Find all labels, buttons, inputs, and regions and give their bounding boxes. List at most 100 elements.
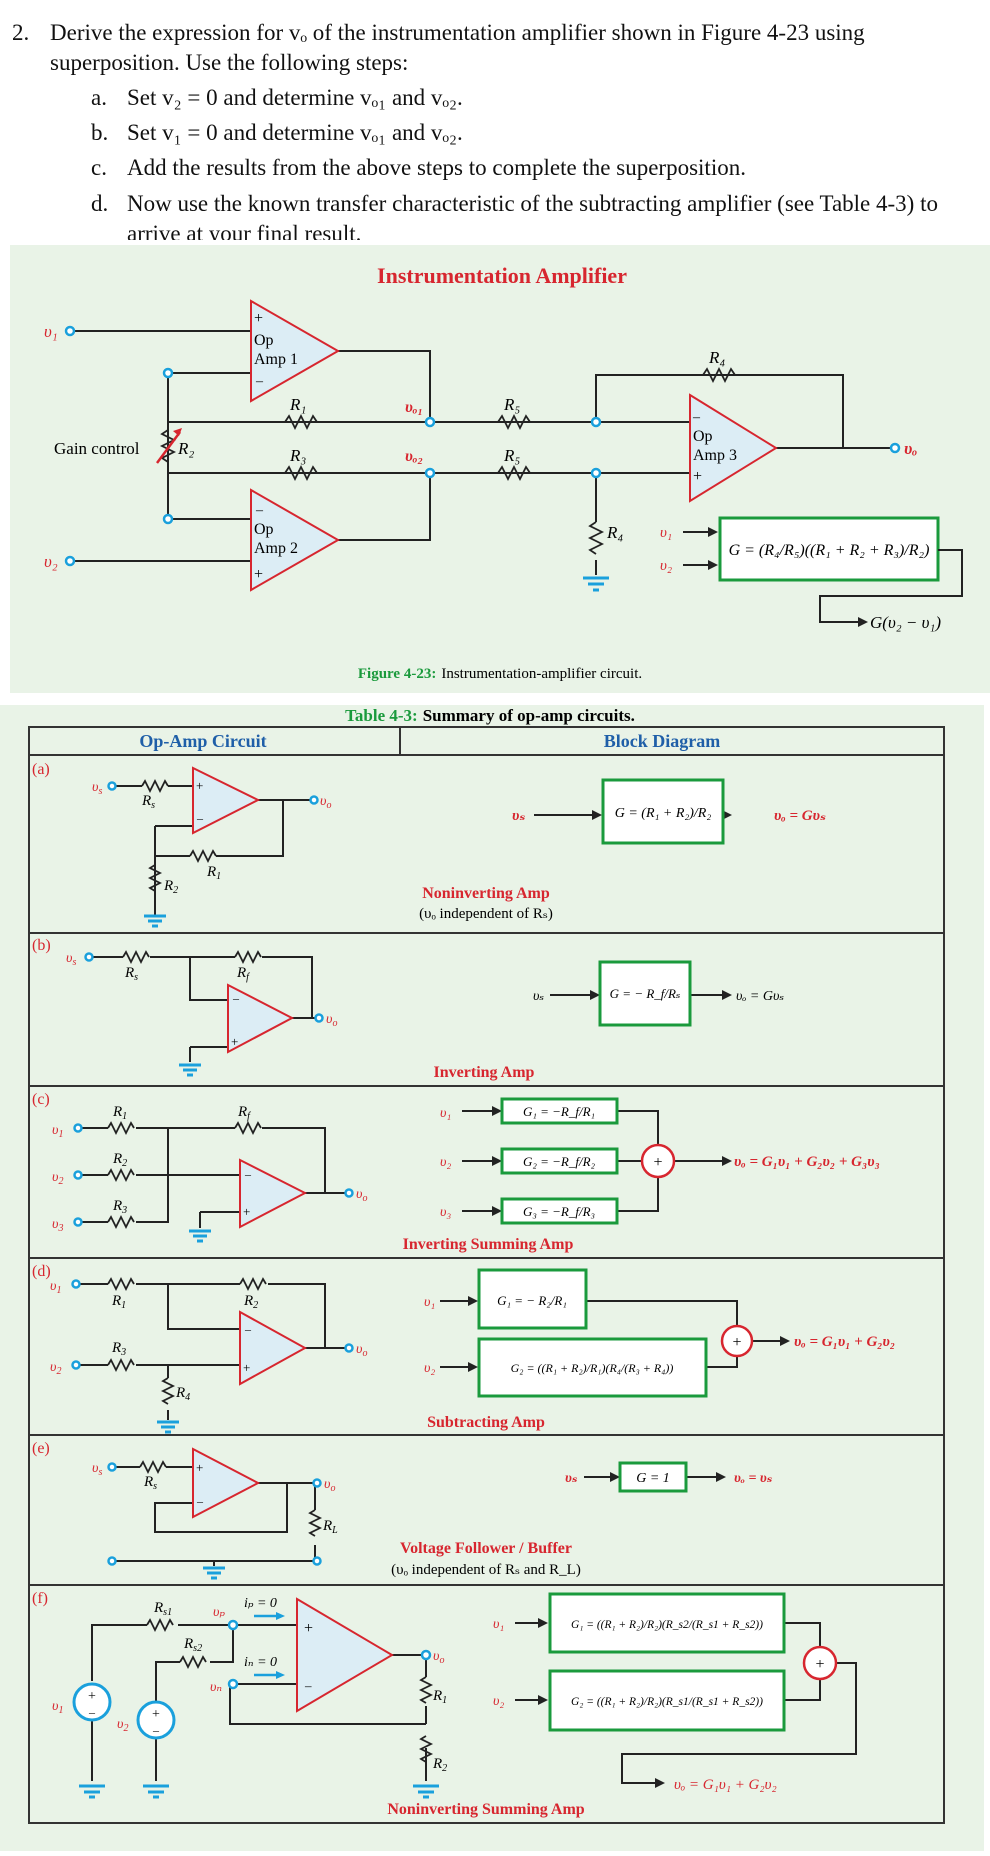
figure-4-23-panel: Instrumentation Amplifier + Op Amp 1 – –… (10, 245, 990, 693)
c-gain-block-1 (500, 1097, 619, 1125)
node (590, 467, 602, 479)
b-input: υₛ (533, 989, 544, 1004)
c-lines (462, 1110, 722, 1212)
op-amp-3 (689, 393, 778, 503)
a-output: υₒ = Gυₛ (774, 808, 826, 824)
d-output: υₒ = G₁υ₁ + G₂υ₂ (794, 1334, 895, 1350)
resistor-r5-top (497, 413, 531, 431)
label-r5-top: R₅ (503, 395, 520, 414)
svg-text:υ1: υ1 (50, 1279, 61, 1296)
svg-text:–: – (88, 1705, 96, 1719)
header-op-amp-circuit: Op-Amp Circuit (139, 731, 266, 751)
e-output: υₒ = υₛ (734, 1471, 773, 1486)
svg-text:Rs2: Rs2 (183, 1636, 202, 1654)
table-4-3-panel: Table 4-3:Summary of op-amp circuits. Op… (0, 705, 984, 1851)
minus-sign: – (255, 374, 264, 389)
row-tag-a: (a) (32, 761, 50, 778)
question-steps: a.Set v₂ = 0 and determine vₒ₁ and vₒ₂. … (12, 80, 987, 240)
label-vo1: υₒ₁ (405, 399, 423, 416)
summing-junction-icon (720, 1324, 754, 1358)
arrow-right-icon (708, 527, 718, 570)
svg-text:υ2: υ2 (50, 1360, 61, 1377)
circuit-subtracting: –+ R1 R2 R3 R4 υ1 υ2 υo (50, 1276, 367, 1434)
b-output: υₒ = Gυₛ (736, 989, 784, 1004)
svg-text:Rs1: Rs1 (153, 1600, 172, 1618)
node-v2 (64, 555, 76, 567)
svg-text:–: – (244, 1322, 252, 1336)
amp2-label-num: Amp 2 (254, 540, 298, 557)
svg-text:R1: R1 (206, 864, 221, 882)
resistor-r3 (284, 464, 318, 482)
plus-sign: + (254, 566, 263, 583)
f-output: υₒ = G₁υ₁ + G₂υ₂ (674, 1777, 777, 1793)
c-input-3: υ₃ (440, 1205, 451, 1220)
amp3-label-num: Amp 3 (693, 447, 737, 464)
gain-formula: G = (R₄/R₅)((R₁ + R₂ + R₃)/R₂) (729, 542, 930, 559)
e-input: υₛ (565, 1471, 578, 1486)
circuit-noninverting: +– Rs R1 R2 υs υo (92, 766, 331, 928)
svg-text:Rs: Rs (143, 1474, 157, 1492)
step-b: b.Set v₁ = 0 and determine vₒ₁ and vₒ₂. (12, 115, 987, 150)
label-r2: R₂ (177, 439, 194, 458)
svg-text:υo: υo (326, 1012, 337, 1029)
in-label: iₙ = 0 (244, 1655, 277, 1670)
plus-sign: + (815, 1656, 824, 1673)
c-gain-2: G₂ = −R_f/R₂ (523, 1154, 596, 1169)
label-gain-control: Gain control (54, 439, 140, 458)
node (162, 513, 174, 525)
plus-sign: + (693, 468, 702, 485)
d-gain-1: G₁ = − R₂/R₁ (497, 1293, 567, 1308)
node (162, 367, 174, 379)
step-text: Set v₁ = 0 and determine vₒ₁ and vₒ₂. (127, 120, 463, 145)
a-input: υₛ (512, 808, 525, 824)
gain-block (718, 516, 940, 582)
svg-text:υs: υs (92, 780, 102, 797)
svg-text:R2: R2 (243, 1293, 258, 1311)
step-a: a.Set v₂ = 0 and determine vₒ₁ and vₒ₂. (12, 80, 987, 115)
svg-text:–: – (304, 1678, 312, 1693)
svg-text:–: – (196, 1494, 204, 1508)
circuit-voltage-follower: +– Rs RL υs υo (92, 1447, 338, 1580)
vp-label: υₚ (213, 1605, 225, 1620)
svg-text:υs: υs (92, 1461, 102, 1478)
resistor-r1 (284, 413, 318, 431)
plus-sign: + (653, 1154, 662, 1171)
svg-text:υ1: υ1 (52, 1123, 63, 1140)
plus-sign: + (732, 1334, 741, 1351)
row-tag-f: (f) (32, 1590, 48, 1607)
question-intro: Derive the expression for vₒ of the inst… (50, 20, 865, 75)
resistor-r4-feedback (702, 366, 736, 384)
row-tag-d: (d) (32, 1263, 51, 1280)
amp2-label-op: Op (254, 521, 274, 538)
label-r4-ground: R₄ (606, 523, 623, 542)
arrow-lines (683, 531, 712, 566)
minus-sign: – (255, 503, 264, 518)
svg-text:+: + (231, 1034, 238, 1049)
e-gain-block (618, 1461, 688, 1493)
svg-text:RL: RL (322, 1518, 338, 1536)
d-input-1: υ₁ (424, 1295, 435, 1310)
svg-text:Rf: Rf (237, 1104, 251, 1122)
c-gain-1: G₁ = −R_f/R₁ (523, 1104, 595, 1119)
question-region: 2. Derive the expression for vₒ of the i… (0, 0, 990, 240)
table-border (28, 726, 945, 1824)
svg-text:υ3: υ3 (52, 1217, 63, 1234)
ip-label: iₚ = 0 (244, 1596, 277, 1611)
f-gain-block-1 (548, 1592, 786, 1654)
circuit-inverting: –+ Rs Rf υs υo (66, 949, 337, 1077)
svg-text:+: + (88, 1689, 96, 1704)
svg-text:υo: υo (324, 1477, 335, 1494)
step-text: Add the results from the above steps to … (127, 155, 746, 180)
label-r3: R₃ (289, 446, 306, 465)
node (590, 416, 602, 428)
f-gain-2: G₂ = ((R₁ + R₂)/R₂)(R_s1/(R_s1 + R_s2)) (571, 1696, 763, 1708)
amp1-label-op: Op (254, 332, 274, 349)
step-text: Now use the known transfer characteristi… (127, 191, 938, 240)
f-gain-block-2 (548, 1669, 786, 1732)
svg-text:R2: R2 (112, 1151, 127, 1169)
e-note: (υₒ independent of Rₛ and R_L) (391, 1562, 581, 1578)
voltage-source-icon (72, 1682, 112, 1722)
svg-text:–: – (232, 991, 240, 1005)
svg-text:+: + (196, 778, 203, 793)
svg-text:R1: R1 (111, 1293, 126, 1311)
